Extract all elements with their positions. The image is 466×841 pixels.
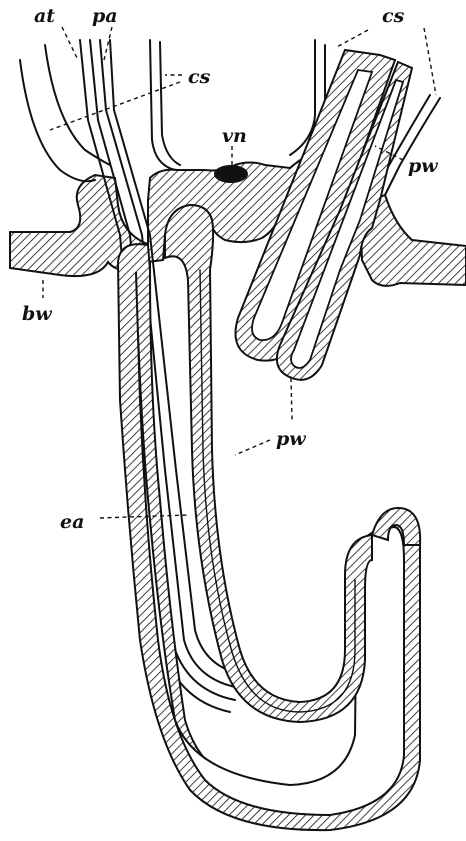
at-leader [62, 27, 78, 60]
cs-line-mid-right [160, 42, 180, 165]
label-pw-upper: pw [408, 155, 438, 177]
label-ea: ea [60, 511, 84, 533]
label-vn: vn [222, 125, 247, 147]
label-cs-top-right: cs [382, 5, 405, 27]
label-at: at [34, 5, 55, 27]
cs-line-left-inner [45, 45, 110, 165]
label-pa: pa [92, 5, 118, 27]
cs-line-mid-left [150, 40, 175, 170]
label-bw: bw [22, 303, 52, 325]
label-pw-lower: pw [276, 428, 306, 450]
label-cs-top-left: cs [188, 66, 211, 88]
vn-vessel [214, 165, 248, 183]
